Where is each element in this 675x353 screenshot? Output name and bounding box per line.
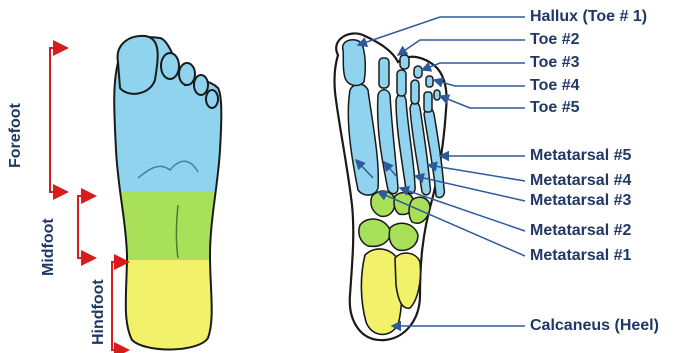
toe-3-label: Toe #3 [530, 54, 580, 72]
hallux-label: Hallux (Toe # 1) [530, 8, 647, 26]
toe-3-shape [179, 63, 195, 85]
leader-toe2 [398, 40, 525, 55]
toe-3-phalanx [397, 70, 406, 96]
forefoot-bracket [50, 48, 67, 192]
leader-toe4 [434, 80, 525, 86]
calcaneus-label: Calcaneus (Heel) [530, 317, 659, 335]
toe-4-tip [426, 76, 433, 87]
toe-4-phalanx [411, 80, 419, 104]
leader-toe5 [440, 96, 525, 108]
midfoot-label: Midfoot [40, 218, 58, 276]
toe-2-shape [161, 53, 179, 79]
metatarsal-3-label: Metatarsal #3 [530, 192, 631, 210]
big-toe-shape [118, 36, 158, 94]
toe-5-tip [434, 90, 440, 100]
toe-2-label: Toe #2 [530, 31, 580, 49]
toe-5-shape [206, 90, 218, 108]
hallux-phalanx [343, 40, 366, 86]
metatarsal-5-label: Metatarsal #5 [530, 147, 631, 165]
metatarsal-1-label: Metatarsal #1 [530, 247, 631, 265]
toe-3-tip [414, 66, 422, 78]
metatarsal-4-label: Metatarsal #4 [530, 172, 631, 190]
toe-5-phalanx [424, 92, 432, 112]
toe-5-label: Toe #5 [530, 99, 580, 117]
midfoot-bracket [78, 196, 95, 258]
leader-hallux [358, 17, 525, 45]
forefoot-label: Forefoot [7, 103, 25, 168]
toe-2-phalanx [379, 58, 389, 88]
hindfoot-region [100, 260, 240, 353]
hindfoot-label: Hindfoot [90, 279, 108, 345]
metatarsal-2-label: Metatarsal #2 [530, 222, 631, 240]
toe-4-label: Toe #4 [530, 77, 580, 95]
toe-2-tip [400, 55, 409, 69]
toe-4-shape [194, 75, 208, 95]
